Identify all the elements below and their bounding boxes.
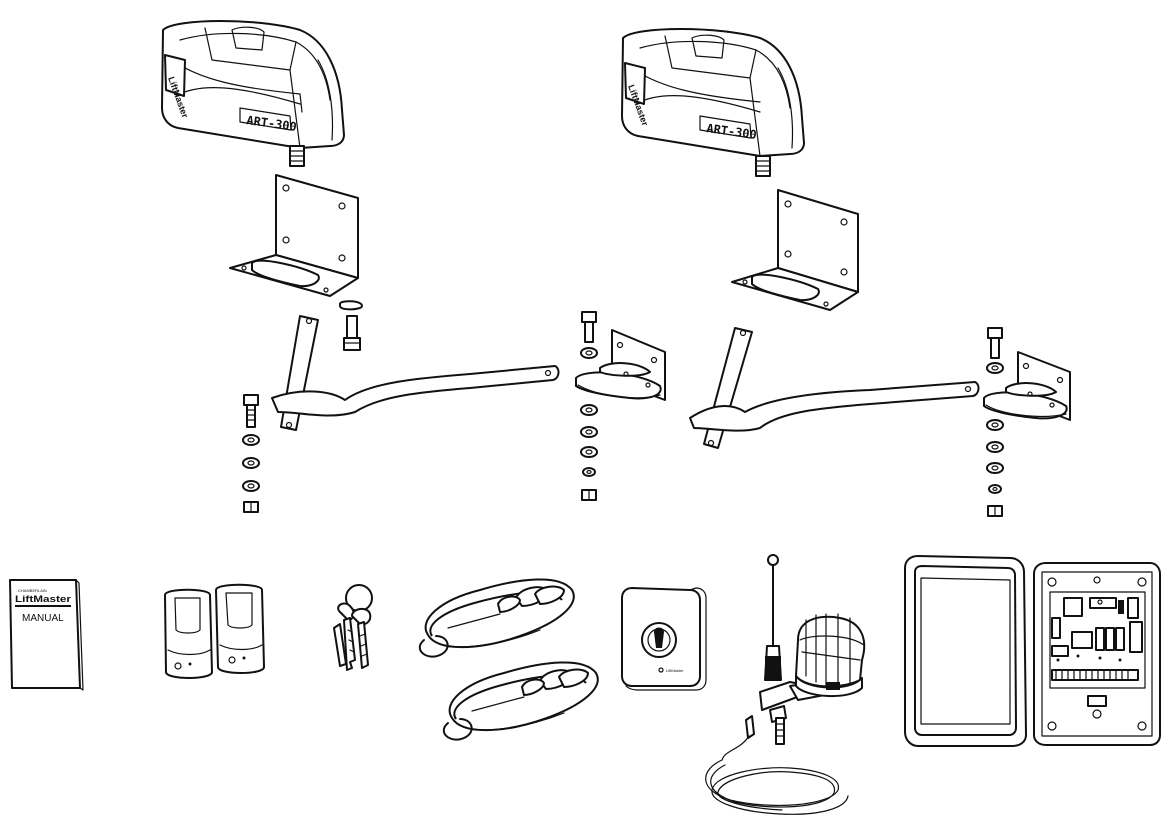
gate-bracket-1 [575,329,666,401]
photocell-2 [215,583,265,674]
key-switch: LiftMaster [621,587,707,691]
operator-motor-1: ART-300 LiftMaster [161,20,345,167]
control-box-cover [904,555,1027,747]
operator-model-label-1: ART-300 [246,113,298,134]
arm-assembly-2 [689,327,980,449]
remote-transmitter-2 [442,661,599,741]
hardware-stack-3 [986,327,1004,517]
mounting-bracket-2 [731,189,859,311]
key-switch-brand: LiftMaster [666,668,684,673]
gate-bracket-2 [983,351,1071,421]
mounting-bracket-1 [229,174,359,297]
photocell-1 [164,588,213,679]
warning-lamp-with-antenna [705,554,866,815]
keys-icon [333,584,373,671]
manual-brand-tag: CHAMBERLAIN [18,588,47,593]
operator-motor-2: ART-300 LiftMaster [621,28,805,177]
manual-title: MANUAL [22,613,64,624]
hardware-stack-1 [242,394,260,513]
manual-brand: LiftMaster [15,594,72,604]
operator-model-label-2: ART-300 [706,121,758,142]
manual-booklet: CHAMBERLAIN LiftMaster MANUAL [9,579,84,691]
arm-assembly-1 [271,300,560,431]
control-box-open [1033,562,1161,746]
remote-transmitter-1 [418,578,575,658]
hardware-stack-2 [580,311,598,501]
